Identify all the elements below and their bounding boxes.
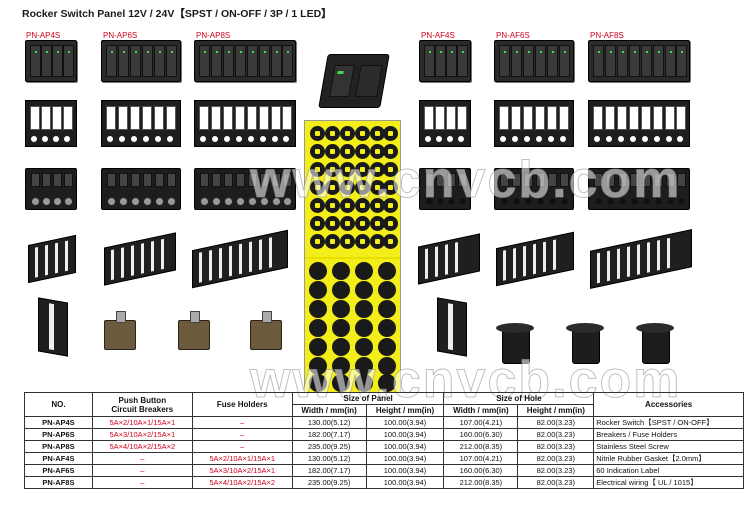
switch-panel-6 [101, 40, 181, 82]
circuit-breaker-image-1 [104, 311, 136, 350]
switch-panel-4 [25, 40, 77, 82]
col-hole-height: Height / mm(in) [517, 404, 595, 417]
panel-side-profile-left [38, 297, 68, 357]
fuse-panel-6 [494, 168, 574, 210]
breaker-panel-6 [101, 168, 181, 210]
panel-side-profile-right [437, 297, 467, 357]
table-row: PN-AF6S–5A×3/10A×2/15A×1 182.00(7.17)100… [24, 464, 744, 477]
model-label-pn-af4s: PN-AF4S [421, 31, 455, 40]
col-size-panel: Size of Panel [291, 392, 445, 405]
panel-perspective-8-fuse [590, 229, 692, 289]
panel-perspective-4 [28, 234, 76, 284]
model-label-pn-ap8s: PN-AP8S [196, 31, 231, 40]
col-hole-width: Width / mm(in) [443, 404, 519, 417]
spec-table: NO. Push Button Circuit Breakers Fuse Ho… [24, 392, 744, 489]
fuse-panel-8 [588, 168, 690, 210]
rocker-switch-image [318, 54, 390, 108]
col-panel-width: Width / mm(in) [291, 404, 367, 417]
breaker-panel-4 [25, 168, 77, 210]
indication-label-sheet [304, 120, 401, 393]
table-row: PN-AF4S–5A×2/10A×1/15A×1 130.00(5.12)100… [24, 452, 744, 465]
switch-panel-8-fuse [588, 40, 690, 82]
col-panel-height: Height / mm(in) [365, 404, 445, 417]
col-accessories: Accessories [593, 392, 744, 417]
label-frame-6-fuse [494, 100, 574, 147]
fuse-panel-4 [419, 168, 471, 210]
circuit-breaker-image-3 [250, 311, 282, 350]
label-frame-4-fuse [419, 100, 471, 147]
col-size-hole: Size of Hole [443, 392, 595, 405]
fuse-holder-image-1 [496, 323, 534, 364]
panel-perspective-8 [192, 229, 288, 289]
model-label-pn-af6s: PN-AF6S [496, 31, 530, 40]
panel-perspective-4-fuse [418, 233, 480, 285]
fuse-holder-image-3 [636, 323, 674, 364]
panel-perspective-6 [104, 232, 176, 286]
col-no: NO. [24, 392, 93, 417]
circuit-breaker-image-2 [178, 311, 210, 350]
col-fuse-holders: Fuse Holders [191, 392, 293, 417]
panel-perspective-6-fuse [496, 231, 574, 287]
label-frame-4 [25, 100, 77, 147]
fuse-holder-image-2 [566, 323, 604, 364]
watermark: www.cnvcb.com [250, 151, 682, 210]
breaker-panel-8 [194, 168, 296, 210]
model-label-pn-ap6s: PN-AP6S [103, 31, 138, 40]
switch-panel-8 [194, 40, 296, 82]
label-frame-8-fuse [588, 100, 690, 147]
col-circuit-breakers: Push Button Circuit Breakers [91, 392, 193, 417]
switch-panel-4-fuse [419, 40, 471, 82]
switch-panel-6-fuse [494, 40, 574, 82]
model-label-pn-ap4s: PN-AP4S [26, 31, 61, 40]
label-frame-6 [101, 100, 181, 147]
page-title: Rocker Switch Panel 12V / 24V【SPST / ON-… [22, 8, 332, 20]
table-row: PN-AF8S–5A×4/10A×2/15A×2 235.00(9.25)100… [24, 476, 744, 489]
model-label-pn-af8s: PN-AF8S [590, 31, 624, 40]
label-frame-8 [194, 100, 296, 147]
